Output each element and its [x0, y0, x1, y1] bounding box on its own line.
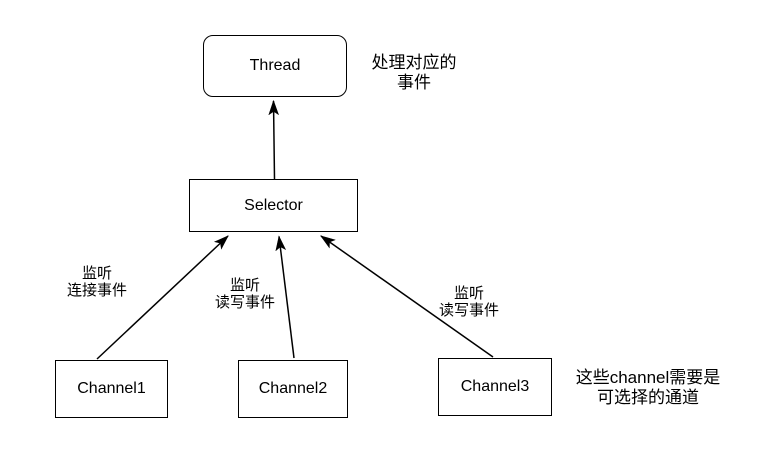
arrow-selector-to-thread — [274, 101, 275, 180]
edge-label-channel1-listen-connect: 监听 连接事件 — [66, 265, 127, 299]
thread-node: Thread — [203, 35, 347, 97]
channel2-node: Channel2 — [238, 360, 348, 418]
selector-node: Selector — [189, 179, 358, 232]
channel1-node: Channel1 — [55, 360, 168, 418]
edge-label-channel3-listen-readwrite: 监听 读写事件 — [438, 285, 499, 319]
edge-label-channel2-listen-readwrite: 监听 读写事件 — [214, 277, 275, 311]
thread-annotation: 处理对应的 事件 — [371, 53, 457, 92]
channel3-node: Channel3 — [438, 358, 552, 416]
channels-annotation: 这些channel需要是 可选择的通道 — [575, 368, 721, 407]
